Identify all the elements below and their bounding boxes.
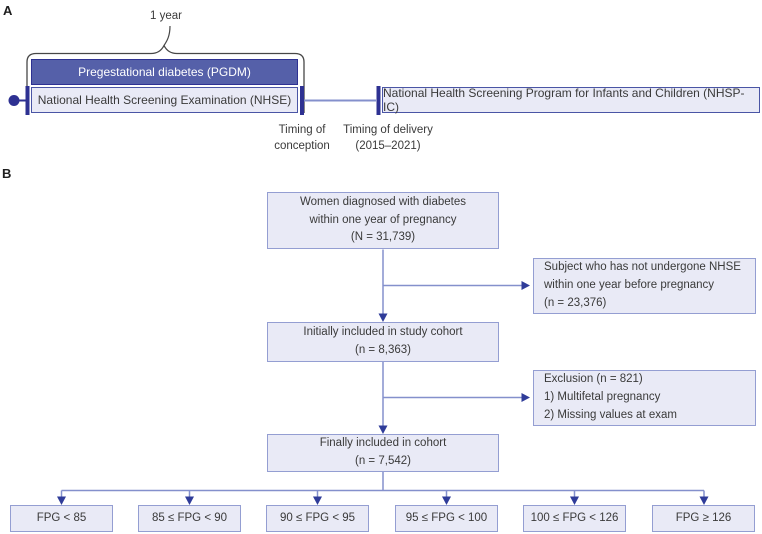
flow-box-line: (n = 8,363) bbox=[355, 344, 411, 356]
arrowhead-fpg-5 bbox=[570, 496, 579, 505]
arrowhead-fpg-2 bbox=[185, 496, 194, 505]
arrowhead-fpg-4 bbox=[442, 496, 451, 505]
timeline-tick-start bbox=[25, 86, 30, 115]
one-year-label: 1 year bbox=[150, 10, 182, 22]
one-year-pointer-line bbox=[163, 25, 171, 46]
arrowhead-right-1 bbox=[521, 281, 530, 290]
flow-box-line: within one year of pregnancy bbox=[309, 213, 457, 226]
arrowhead-down-2 bbox=[378, 425, 388, 434]
flow-box-line: Exclusion (n = 821) bbox=[544, 373, 643, 386]
fpg-group-label: 90 ≤ FPG < 95 bbox=[279, 511, 356, 524]
fpg-group-box-3: 90 ≤ FPG < 95 bbox=[266, 505, 369, 532]
flow-box-line: 1) Multifetal pregnancy bbox=[544, 391, 661, 404]
flow-box-line: Initially included in study cohort bbox=[303, 326, 463, 339]
one-year-brace bbox=[26, 44, 305, 113]
flow-box-diagnosed: Women diagnosed with diabetes within one… bbox=[267, 192, 499, 249]
nhsp-ic-box: National Health Screening Program for In… bbox=[382, 86, 760, 114]
flow-box-exclusion-criteria: Exclusion (n = 821) 1) Multifetal pregna… bbox=[533, 370, 756, 426]
panel-a-label: A bbox=[3, 3, 13, 18]
fpg-group-label: FPG ≥ 126 bbox=[675, 511, 732, 524]
arrowhead-fpg-1 bbox=[57, 496, 66, 505]
arrowhead-right-2 bbox=[521, 393, 530, 402]
nhse-box: National Health Screening Examination (N… bbox=[31, 87, 298, 113]
flow-box-line: Subject who has not undergone NHSE bbox=[544, 261, 741, 274]
fpg-group-box-2: 85 ≤ FPG < 90 bbox=[138, 505, 241, 532]
pgdm-box: Pregestational diabetes (PGDM) bbox=[31, 59, 298, 85]
flow-box-line: 2) Missing values at exam bbox=[544, 408, 677, 421]
flow-box-line: (N = 31,739) bbox=[350, 231, 416, 244]
arrowhead-fpg-3 bbox=[313, 496, 322, 505]
flow-box-finally-included: Finally included in cohort (n = 7,542) bbox=[267, 434, 499, 472]
fpg-group-label: 100 ≤ FPG < 126 bbox=[530, 511, 619, 524]
fpg-group-label: FPG < 85 bbox=[36, 511, 87, 524]
timeline-tick-conception bbox=[300, 86, 304, 115]
flow-box-line: (n = 7,542) bbox=[355, 455, 411, 467]
timeline-tick-delivery bbox=[376, 86, 381, 115]
panel-b-label: B bbox=[2, 166, 12, 181]
fpg-group-label: 95 ≤ FPG < 100 bbox=[405, 511, 488, 524]
arrowhead-down-1 bbox=[378, 313, 388, 322]
timing-of-conception-label: Timing of conception bbox=[274, 124, 330, 153]
fpg-group-box-4: 95 ≤ FPG < 100 bbox=[395, 505, 498, 532]
arrowhead-fpg-6 bbox=[699, 496, 709, 505]
nhsp-ic-box-label: National Health Screening Program for In… bbox=[383, 86, 745, 114]
fpg-group-box-6: FPG ≥ 126 bbox=[652, 505, 755, 532]
flow-box-line: within one year before pregnancy bbox=[544, 279, 715, 292]
flow-box-line: Women diagnosed with diabetes bbox=[299, 195, 466, 208]
timing-of-delivery-label: Timing of delivery (2015–2021) bbox=[343, 124, 433, 153]
timeline-start-dot bbox=[8, 95, 20, 106]
flow-box-initially-included: Initially included in study cohort (n = … bbox=[267, 322, 499, 362]
fpg-group-box-5: 100 ≤ FPG < 126 bbox=[523, 505, 626, 532]
fpg-group-box-1: FPG < 85 bbox=[10, 505, 113, 532]
flow-box-line: (n = 23,376) bbox=[544, 296, 607, 309]
nhse-box-label: National Health Screening Examination (N… bbox=[37, 93, 292, 107]
flow-box-exclusion-nhse: Subject who has not undergone NHSE withi… bbox=[533, 258, 756, 314]
flow-box-line: Finally included in cohort bbox=[319, 437, 447, 450]
fpg-group-label: 85 ≤ FPG < 90 bbox=[151, 511, 228, 524]
pgdm-box-label: Pregestational diabetes (PGDM) bbox=[78, 65, 251, 79]
